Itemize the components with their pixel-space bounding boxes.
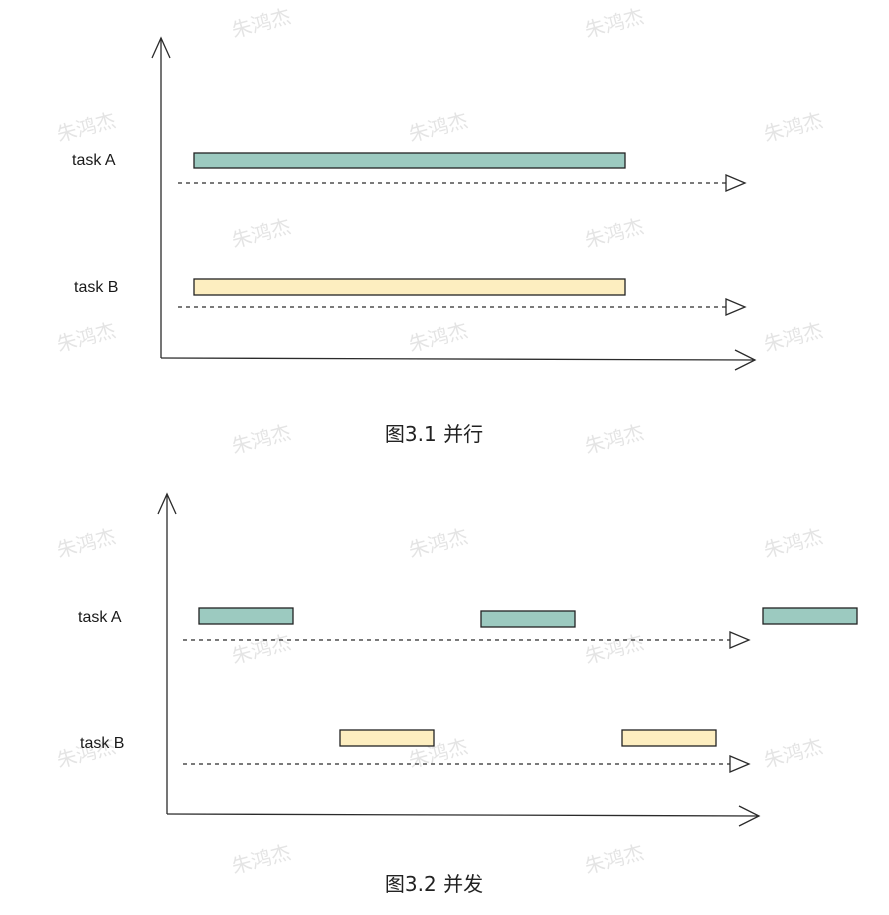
watermark-text: 朱鸿杰 (582, 214, 646, 253)
task-a-bars (198, 607, 858, 628)
watermark-text: 朱鸿杰 (229, 840, 293, 879)
watermark-text: 朱鸿杰 (229, 4, 293, 43)
watermark-text: 朱鸿杰 (761, 318, 825, 357)
task-a-arrow-icon (729, 631, 751, 649)
task-b-run-bar (621, 729, 717, 747)
watermark-text: 朱鸿杰 (761, 734, 825, 773)
task-b-bars (339, 729, 717, 747)
x-axis (160, 357, 756, 361)
figure-caption: 图3.1 并行 (385, 422, 483, 446)
task-a-run-bar (198, 607, 294, 625)
x-axis (166, 813, 760, 817)
task-b-bars (193, 278, 626, 296)
watermark-text: 朱鸿杰 (582, 420, 646, 459)
watermark-text: 朱鸿杰 (761, 524, 825, 563)
task-a-run-bar (193, 152, 626, 169)
figure-caption: 图3.2 并发 (385, 872, 483, 896)
task-b-run-bar (339, 729, 435, 747)
task-a-label: task A (78, 609, 122, 626)
watermark-text: 朱鸿杰 (229, 630, 293, 669)
watermark-text: 朱鸿杰 (582, 4, 646, 43)
task-b-run-bar (193, 278, 626, 296)
watermark-text: 朱鸿杰 (582, 630, 646, 669)
task-a-label: task A (72, 152, 116, 169)
x-axis-arrow-icon (734, 349, 757, 371)
task-a-run-bar (762, 607, 858, 625)
watermark-text: 朱鸿杰 (406, 524, 470, 563)
watermark-text: 朱鸿杰 (54, 108, 118, 147)
task-a-run-bar (480, 610, 576, 628)
watermark-text: 朱鸿杰 (582, 840, 646, 879)
y-axis-arrow-icon (157, 492, 177, 515)
y-axis-arrow-icon (151, 36, 171, 59)
x-axis-arrow-icon (738, 805, 761, 827)
watermark-text: 朱鸿杰 (761, 108, 825, 147)
task-b-label: task B (80, 735, 124, 752)
watermark-text: 朱鸿杰 (406, 318, 470, 357)
figure-concurrent: task A task B 图3.2 并发 (78, 492, 858, 896)
task-b-arrow-icon (729, 755, 751, 773)
watermark-text: 朱鸿杰 (54, 524, 118, 563)
task-a-arrow-icon (725, 174, 747, 192)
task-b-label: task B (74, 279, 118, 296)
watermark-text: 朱鸿杰 (229, 214, 293, 253)
figure-parallel: task A task B 图3.1 并行 (72, 36, 757, 446)
task-a-bars (193, 152, 626, 169)
watermark-text: 朱鸿杰 (229, 420, 293, 459)
task-b-arrow-icon (725, 298, 747, 316)
watermark-text: 朱鸿杰 (54, 318, 118, 357)
watermark-text: 朱鸿杰 (406, 108, 470, 147)
